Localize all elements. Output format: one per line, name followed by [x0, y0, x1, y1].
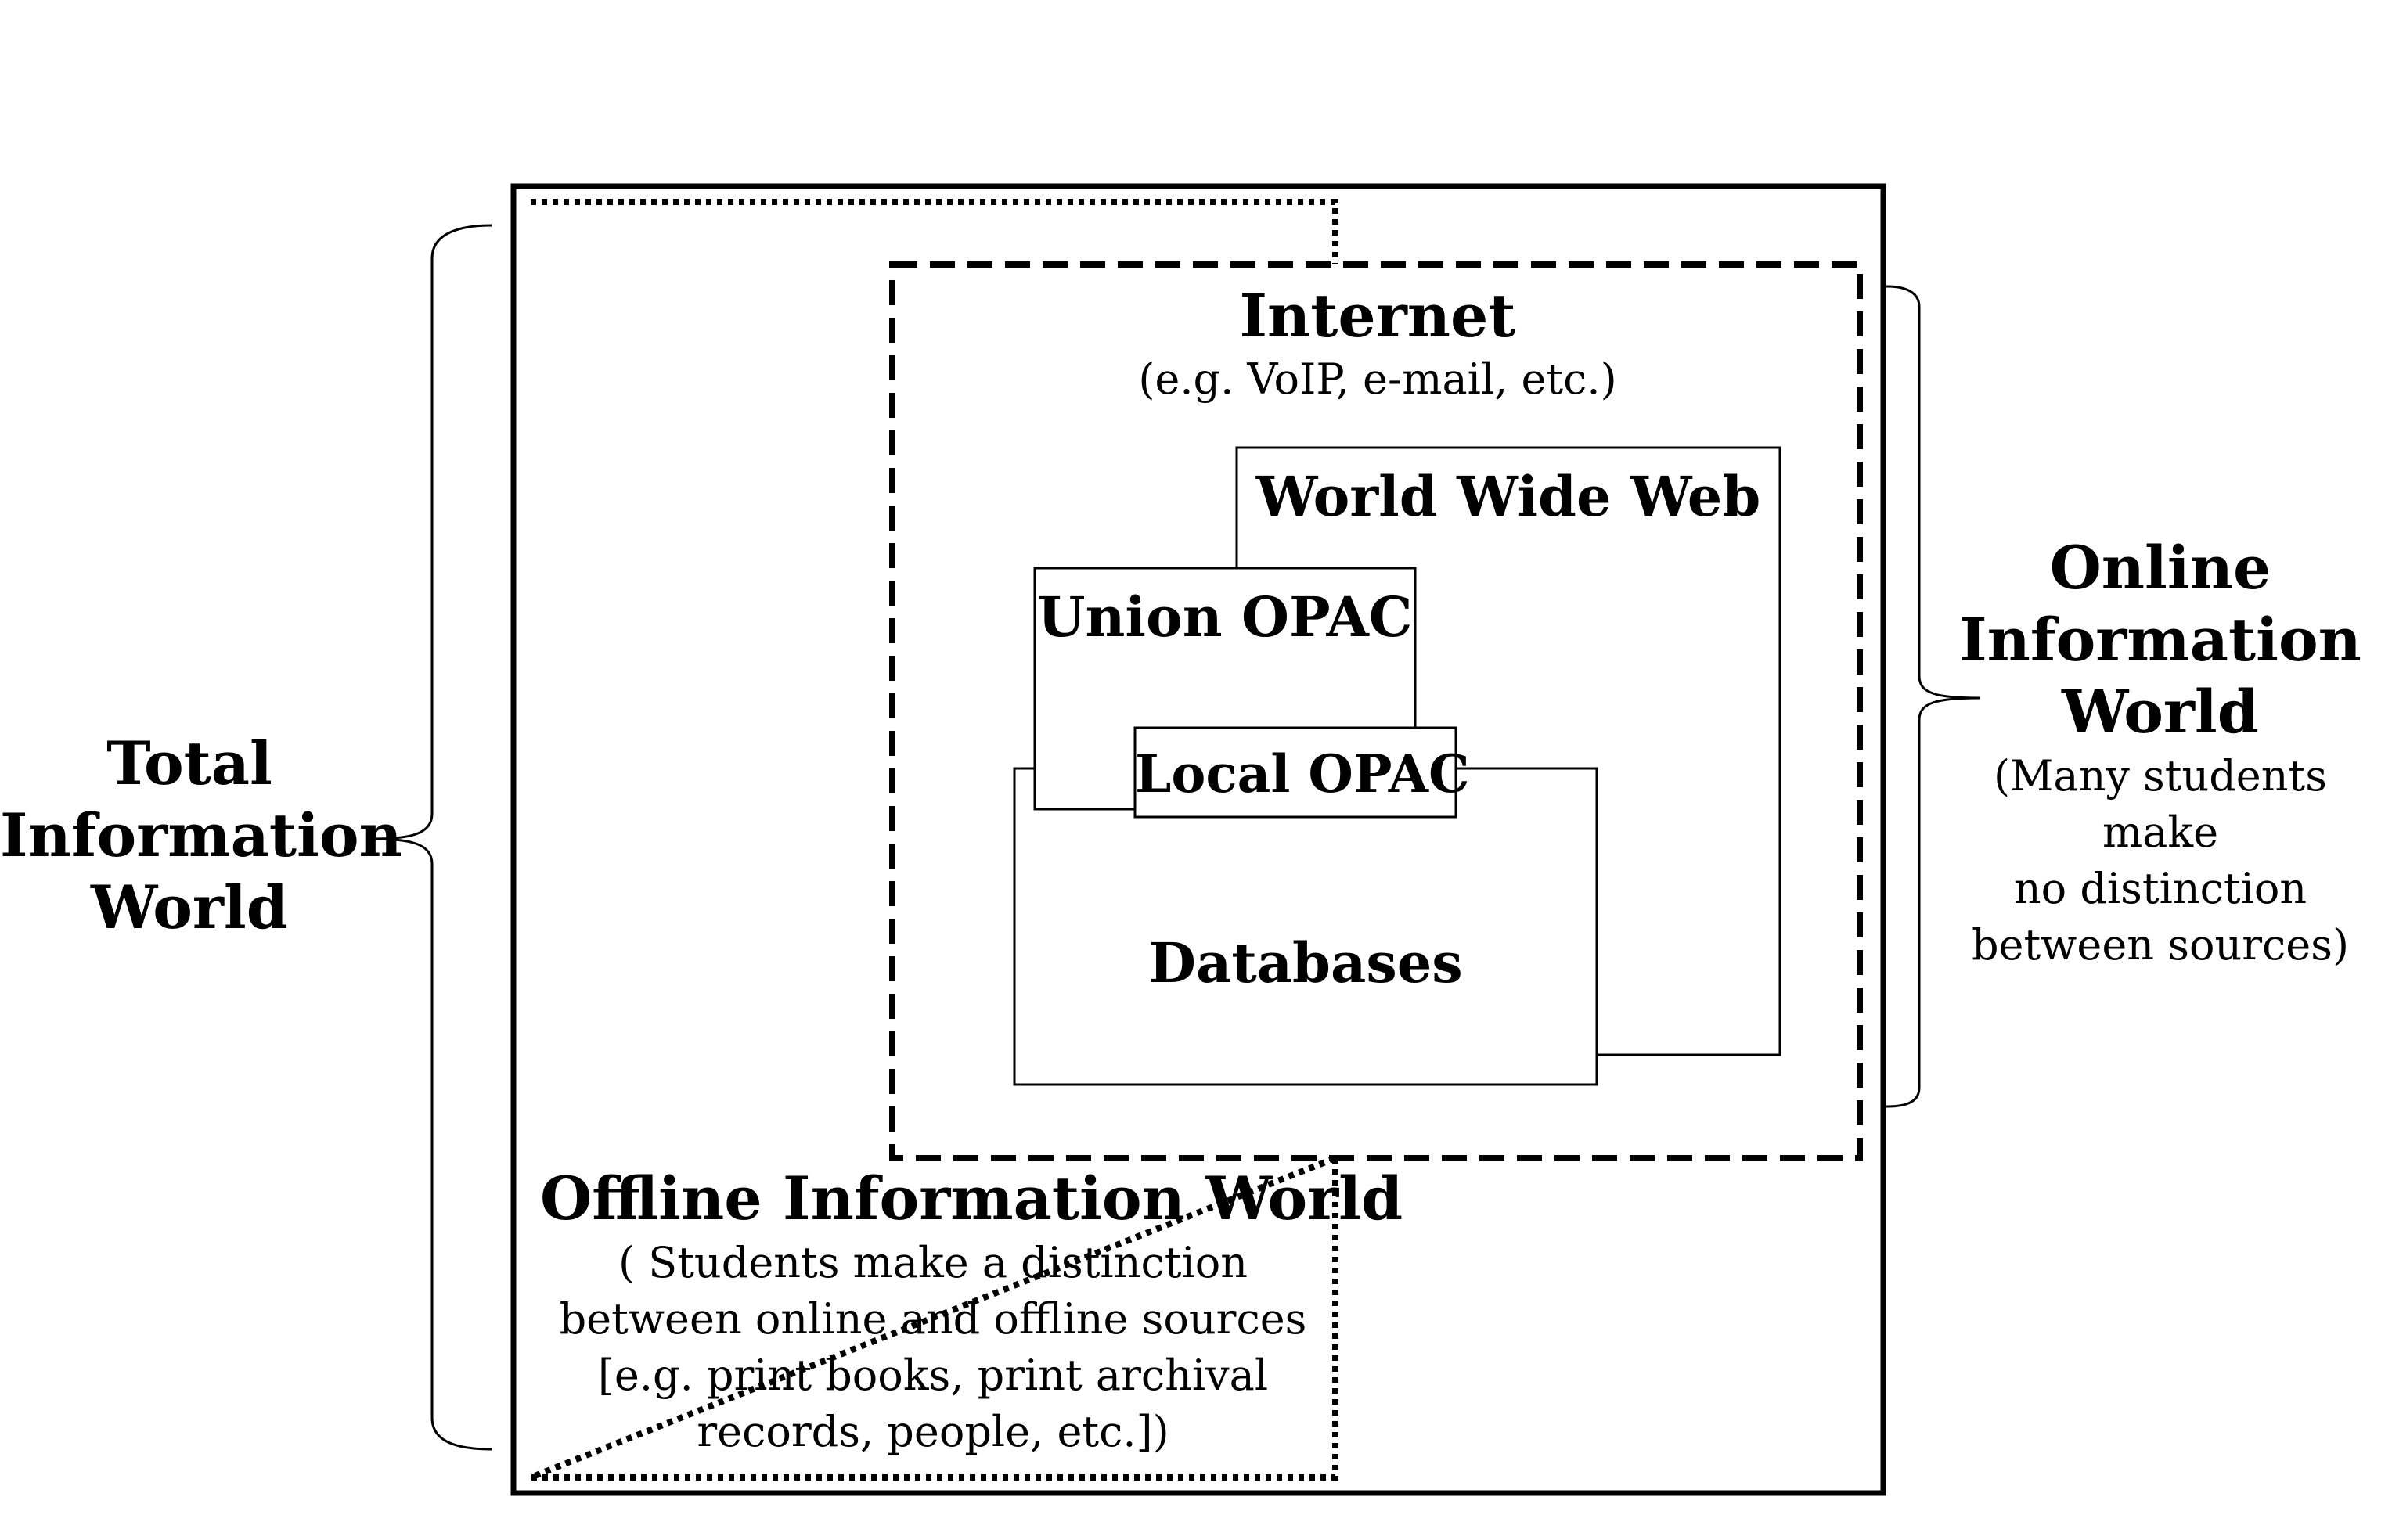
- offline-world-title: Offline Information World: [540, 1164, 1403, 1233]
- online-world-note-line-2: no distinction: [2013, 864, 2307, 913]
- online-world-note: (Many students make no distinction betwe…: [1941, 748, 2379, 973]
- databases-box: [1013, 767, 1598, 1086]
- internet-subtitle: (e.g. VoIP, e-mail, etc.): [1138, 354, 1617, 404]
- offline-world-outline: [529, 199, 1338, 1481]
- offline-world-note-line-4: records, people, etc.]): [697, 1407, 1169, 1456]
- internet-title: Internet: [1239, 281, 1516, 351]
- total-world-label-line-3: World: [91, 873, 288, 942]
- total-world-label: Total Information World: [0, 728, 402, 944]
- online-world-note-line-3: between sources): [1971, 920, 2350, 970]
- online-world-label-line-2: Information: [1959, 605, 2361, 675]
- offline-world-note-line-1: ( Students make a distinction: [618, 1238, 1248, 1287]
- total-world-label-line-2: Information: [0, 801, 402, 870]
- databases-title: Databases: [1148, 930, 1463, 995]
- union-opac-title: Union OPAC: [1037, 585, 1413, 649]
- www-title: World Wide Web: [1255, 464, 1761, 529]
- online-world-label: Online Information World: [1941, 532, 2379, 748]
- local-opac-box: [1133, 726, 1457, 819]
- local-opac-title: Local OPAC: [1135, 743, 1470, 804]
- offline-world-note-line-3: [e.g. print books, print archival: [597, 1351, 1269, 1400]
- internet-box: [889, 261, 1863, 1161]
- online-world-label-line-3: World: [2062, 677, 2259, 747]
- offline-world-note-line-2: between online and offline sources: [559, 1294, 1307, 1344]
- total-world-box: [510, 183, 1886, 1496]
- total-world-brace: [372, 224, 492, 1451]
- total-world-label-line-1: Total: [106, 729, 272, 798]
- online-world-brace: [1886, 285, 1981, 1108]
- online-world-note-line-1: (Many students make: [1994, 751, 2327, 857]
- offline-world-note: ( Students make a distinction between on…: [540, 1235, 1326, 1460]
- online-world-label-line-1: Online: [2049, 533, 2271, 603]
